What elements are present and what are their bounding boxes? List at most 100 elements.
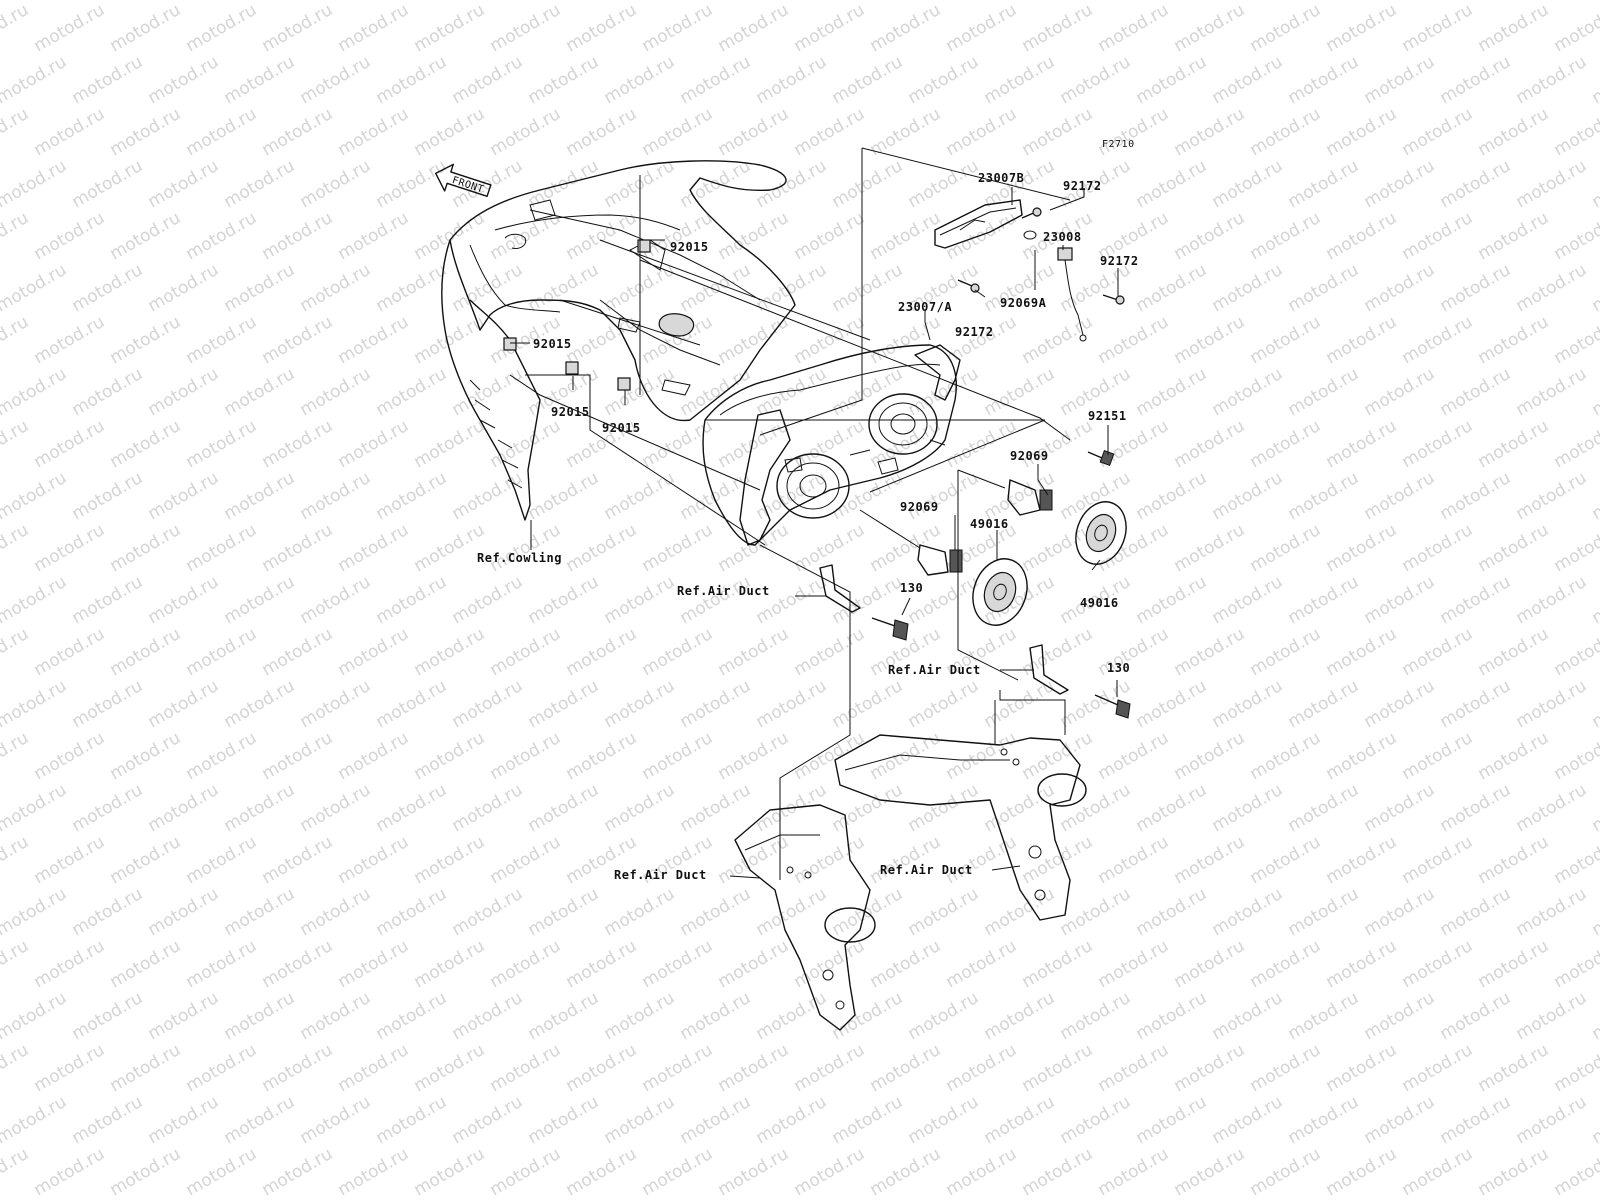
watermark-text: motod.ru (1399, 624, 1477, 680)
watermark-text: motod.ru (0, 364, 70, 420)
watermark-text: motod.ru (1133, 1092, 1211, 1148)
watermark-text: motod.ru (753, 0, 831, 4)
watermark-text: motod.ru (525, 676, 603, 732)
watermark-text: motod.ru (1437, 780, 1515, 836)
watermark-text: motod.ru (487, 0, 565, 56)
watermark-text: motod.ru (1019, 936, 1097, 992)
watermark-text: motod.ru (1399, 1144, 1477, 1200)
watermark-text: motod.ru (1133, 676, 1211, 732)
watermark-text: motod.ru (1399, 416, 1477, 472)
watermark-text: motod.ru (1437, 260, 1515, 316)
watermark-text: motod.ru (183, 104, 261, 160)
watermark-text: motod.ru (753, 884, 831, 940)
watermark-text: motod.ru (0, 728, 32, 784)
clip-92015-d (617, 377, 631, 391)
watermark-text: motod.ru (69, 156, 147, 212)
watermark-text: motod.ru (1171, 312, 1249, 368)
watermark-text: motod.ru (981, 1092, 1059, 1148)
watermark-text: motod.ru (31, 520, 109, 576)
watermark-text: motod.ru (791, 624, 869, 680)
watermark-text: motod.ru (297, 364, 375, 420)
watermark-text: motod.ru (335, 832, 413, 888)
watermark-text: motod.ru (259, 416, 337, 472)
watermark-text: motod.ru (1209, 260, 1287, 316)
watermark-text: motod.ru (373, 884, 451, 940)
watermark-text: motod.ru (487, 728, 565, 784)
watermark-text: motod.ru (1475, 312, 1553, 368)
watermark-text: motod.ru (31, 416, 109, 472)
watermark-text: motod.ru (449, 0, 527, 4)
watermark-text: motod.ru (107, 936, 185, 992)
watermark-text: motod.ru (1399, 520, 1477, 576)
watermark-text: motod.ru (1019, 728, 1097, 784)
label-92069-a: 92069 (1010, 449, 1049, 463)
watermark-text: motod.ru (1589, 156, 1600, 212)
watermark-text: motod.ru (221, 1092, 299, 1148)
watermark-text: motod.ru (0, 0, 70, 4)
watermark-text: motod.ru (525, 260, 603, 316)
label-92172-b: 92172 (1100, 254, 1139, 268)
watermark-text: motod.ru (297, 572, 375, 628)
watermark-text: motod.ru (373, 1092, 451, 1148)
watermark-text: motod.ru (1513, 0, 1591, 4)
watermark-text: motod.ru (0, 624, 32, 680)
watermark-text: motod.ru (1247, 1040, 1325, 1096)
watermark-text: motod.ru (411, 0, 489, 56)
watermark-text: motod.ru (0, 104, 32, 160)
clip-92015-a (637, 239, 651, 253)
watermark-text: motod.ru (411, 104, 489, 160)
watermark-text: motod.ru (563, 520, 641, 576)
watermark-text: motod.ru (1589, 780, 1600, 836)
watermark-text: motod.ru (1133, 52, 1211, 108)
watermark-text: motod.ru (221, 676, 299, 732)
watermark-text: motod.ru (221, 364, 299, 420)
watermark-text: motod.ru (1019, 520, 1097, 576)
watermark-text: motod.ru (525, 572, 603, 628)
watermark-text: motod.ru (487, 936, 565, 992)
watermark-text: motod.ru (221, 0, 299, 4)
watermark-text: motod.ru (525, 884, 603, 940)
watermark-text: motod.ru (107, 1040, 185, 1096)
label-ref-air-duct-a: Ref.Air Duct (677, 584, 770, 598)
watermark-text: motod.ru (297, 1092, 375, 1148)
bracket-lower (1029, 644, 1131, 719)
watermark-text: motod.ru (1551, 208, 1600, 264)
watermark-text: motod.ru (107, 832, 185, 888)
watermark-text: motod.ru (1133, 884, 1211, 940)
watermark-text: motod.ru (145, 364, 223, 420)
watermark-text: motod.ru (1399, 208, 1477, 264)
watermark-text: motod.ru (1285, 0, 1363, 4)
watermark-text: motod.ru (0, 312, 32, 368)
watermark-text: motod.ru (639, 936, 717, 992)
watermark-text: motod.ru (411, 624, 489, 680)
watermark-text: motod.ru (525, 1092, 603, 1148)
watermark-text: motod.ru (0, 416, 32, 472)
watermark-text: motod.ru (601, 884, 679, 940)
watermark-text: motod.ru (221, 468, 299, 524)
watermark-text: motod.ru (1285, 156, 1363, 212)
watermark-text: motod.ru (677, 260, 755, 316)
watermark-text: motod.ru (145, 780, 223, 836)
watermark-text: motod.ru (829, 260, 907, 316)
watermark-text: motod.ru (1285, 260, 1363, 316)
watermark-text: motod.ru (753, 572, 831, 628)
watermark-text: motod.ru (791, 104, 869, 160)
watermark-text: motod.ru (1475, 728, 1553, 784)
clip-92015-set (503, 239, 651, 391)
watermark-text: motod.ru (335, 1144, 413, 1200)
watermark-text: motod.ru (639, 520, 717, 576)
label-ref-air-duct-c: Ref.Air Duct (614, 868, 707, 882)
watermark-text: motod.ru (259, 832, 337, 888)
watermark-text: motod.ru (1589, 52, 1600, 108)
watermark-text: motod.ru (1361, 676, 1439, 732)
watermark-text: motod.ru (791, 832, 869, 888)
watermark-text: motod.ru (373, 468, 451, 524)
watermark-text: motod.ru (1399, 728, 1477, 784)
watermark-text: motod.ru (69, 884, 147, 940)
watermark-text: motod.ru (107, 208, 185, 264)
watermark-text: motod.ru (221, 260, 299, 316)
watermark-text: motod.ru (753, 988, 831, 1044)
watermark-text: motod.ru (411, 728, 489, 784)
watermark-text: motod.ru (1323, 104, 1401, 160)
watermark-text: motod.ru (639, 0, 717, 56)
